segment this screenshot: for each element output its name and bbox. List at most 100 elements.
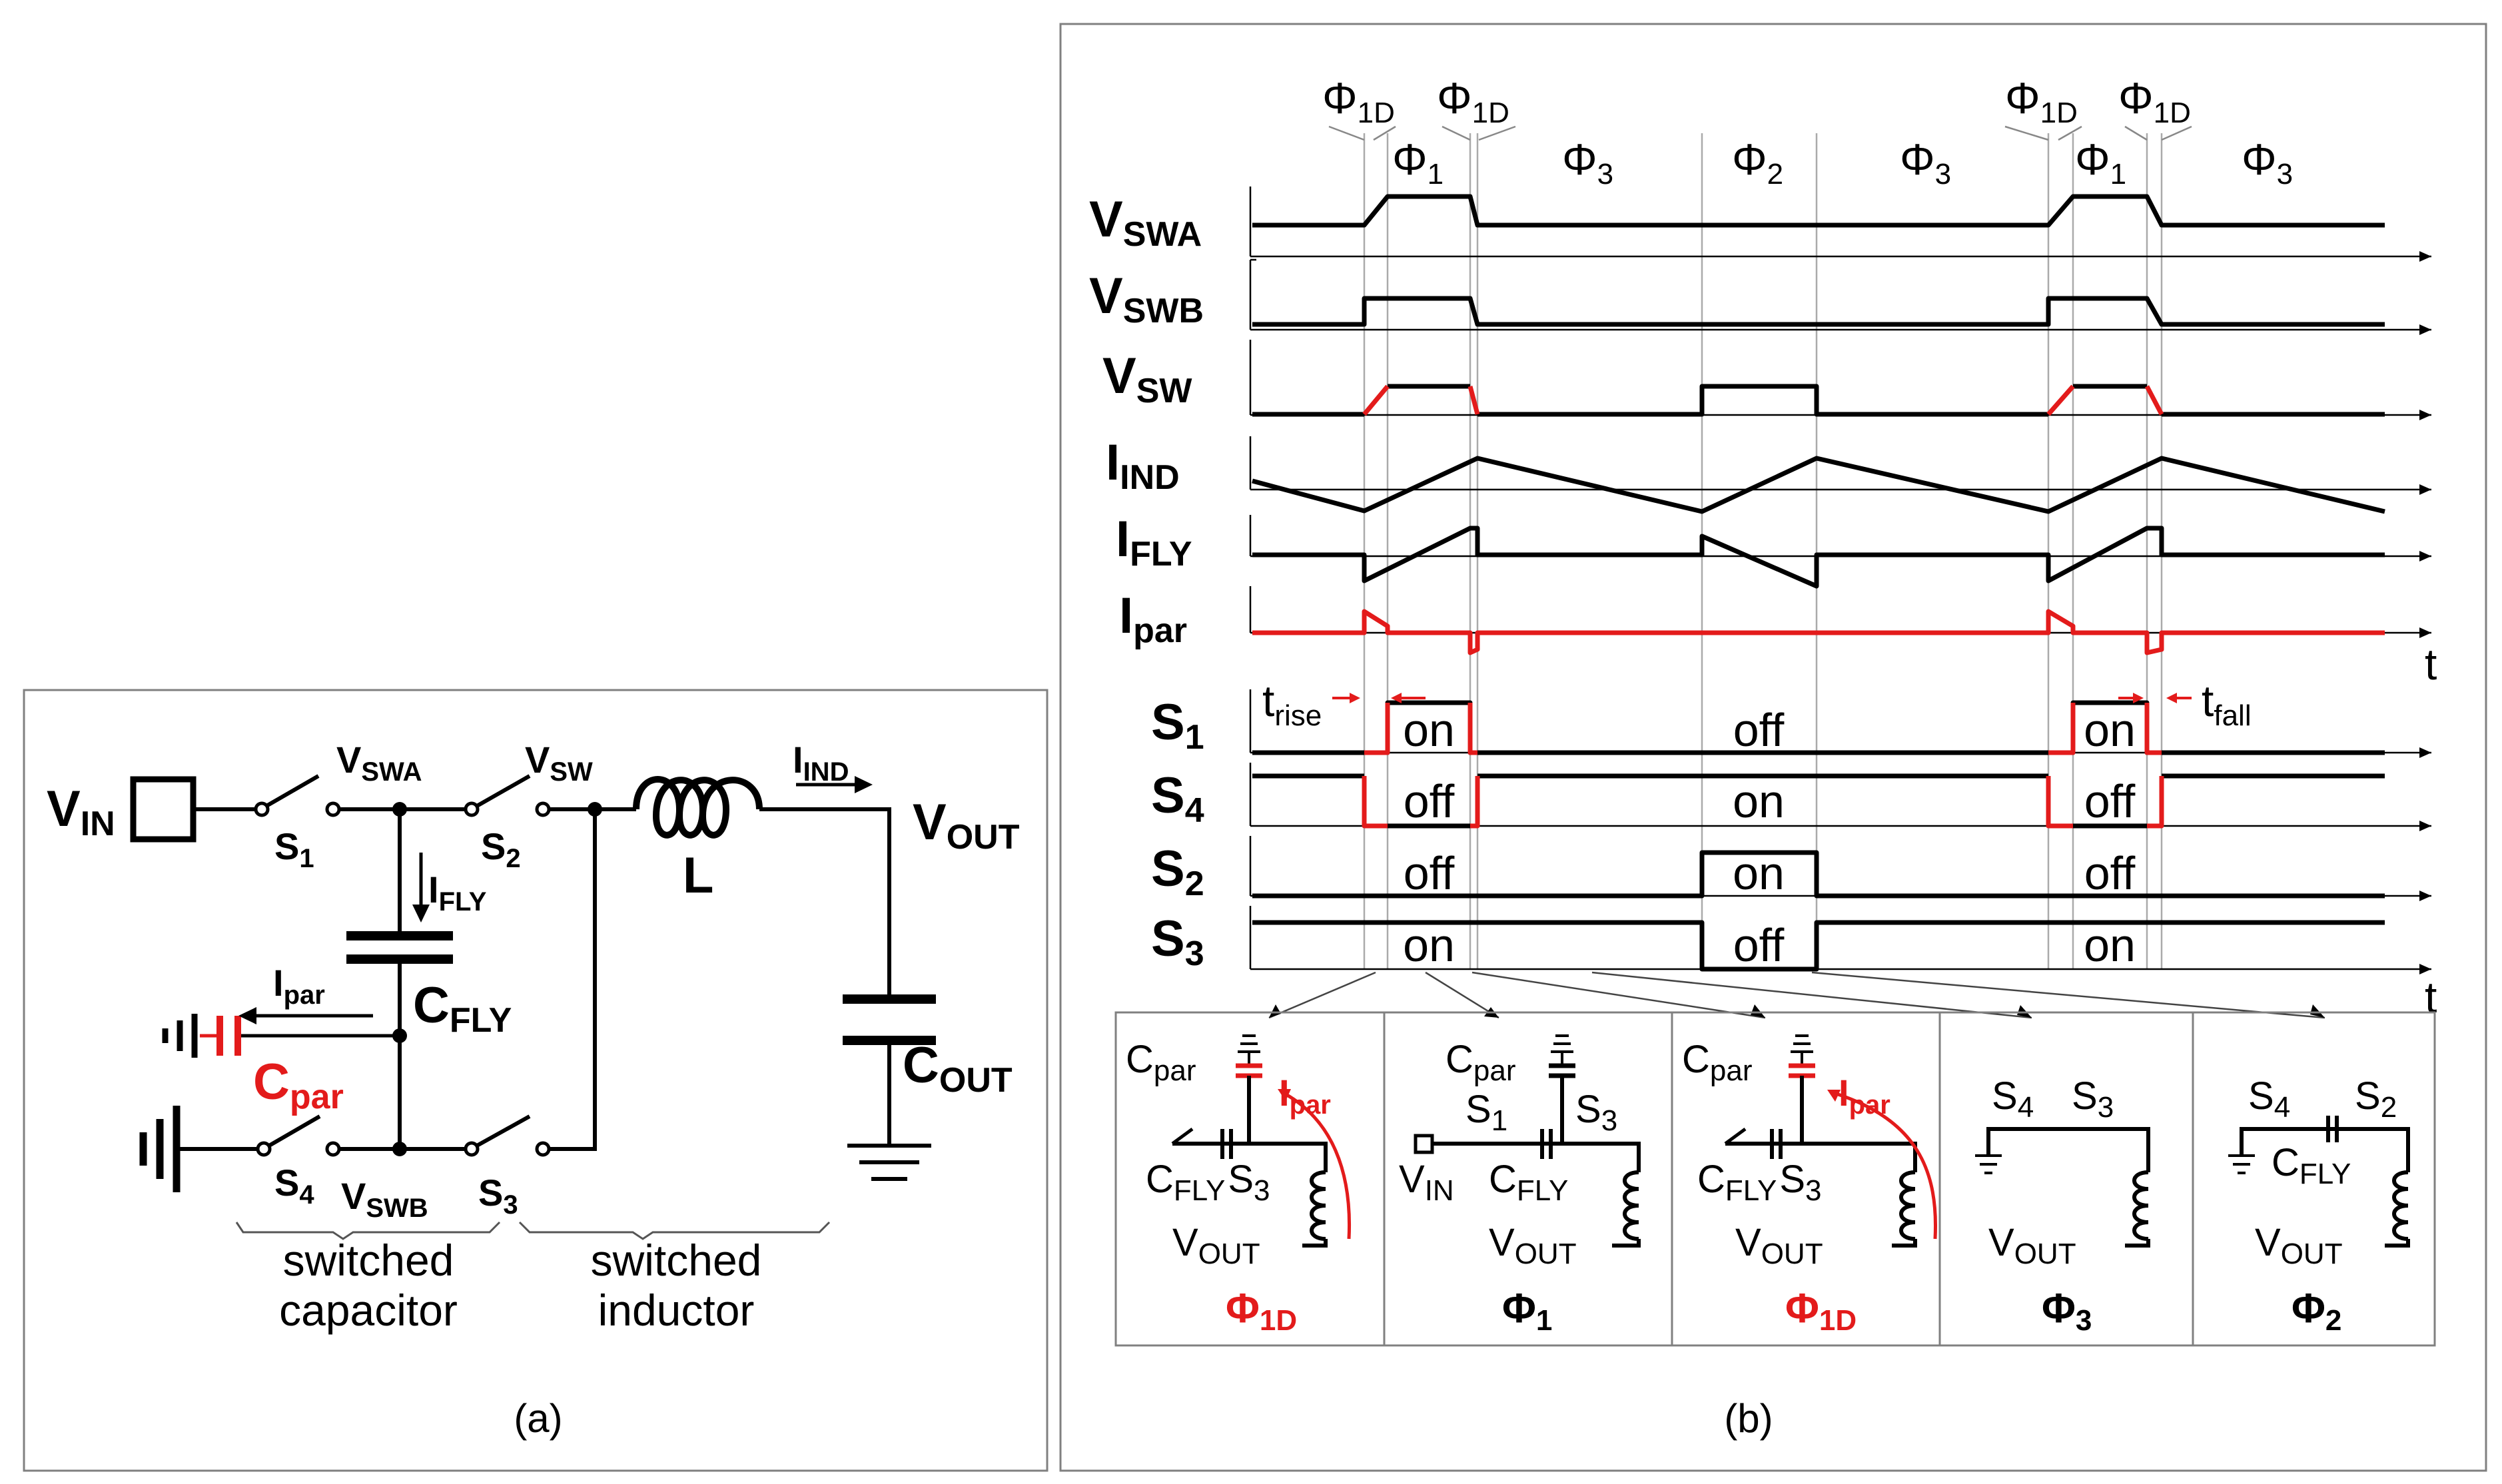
row-label-ifly: IFLY	[1116, 511, 1192, 573]
s4-contact-left	[256, 1141, 272, 1157]
mini-vout-label-a: VOUT	[1172, 1221, 1260, 1270]
subcircuit-phi-1: Cpar S1 S3 VIN CFLY VOUT Φ1	[1399, 1034, 1641, 1337]
time-axis-label-1: t	[2425, 639, 2437, 689]
mini-wiring-c	[1725, 1076, 1917, 1172]
axis-s3	[1249, 906, 2431, 970]
s2-blade	[476, 774, 531, 808]
s3-to-sw-wire	[548, 809, 597, 1151]
switched-capacitor-brace	[235, 1221, 501, 1240]
s3-contact-left	[464, 1141, 480, 1157]
mini-wiring-b	[1432, 1076, 1641, 1172]
mini-cpar-a	[1236, 1063, 1262, 1078]
mini-s2-label-e: S2	[2355, 1074, 2397, 1124]
phase-label-1d-b: Φ1D	[1437, 73, 1509, 129]
phase-label-1d-d: Φ1D	[2118, 73, 2191, 129]
label-vin: VIN	[47, 781, 115, 843]
bottom-ground-symbol	[139, 1106, 181, 1192]
ifly-arrowhead	[412, 905, 430, 923]
label-vout: VOUT	[913, 794, 1020, 857]
vout-rail	[759, 807, 891, 999]
mini-ipar-label-c: Ipar	[1839, 1072, 1890, 1120]
mini-vout-label-c: VOUT	[1735, 1221, 1823, 1270]
axis-ipar	[1249, 586, 2431, 634]
phase-label-3-b: Φ3	[1900, 135, 1951, 190]
row-label-s2: S2	[1151, 841, 1204, 903]
subcircuit-panels: Cpar Ipar CFLYS3 VOUT Φ1D Cpar S1 S3 VIN…	[1114, 1011, 2436, 1347]
axis-iind	[1249, 436, 2431, 491]
mini-inductor-a	[1310, 1170, 1326, 1241]
label-vsw: VSW	[525, 739, 593, 787]
label-s3: S3	[478, 1172, 518, 1220]
mini-s1-label-b: S1	[1465, 1088, 1507, 1137]
mini-out-wire-d	[2125, 1239, 2150, 1248]
wave-s3	[1252, 920, 2385, 972]
mini-ground-e	[2228, 1154, 2255, 1174]
mini-out-wire-e	[2385, 1239, 2410, 1248]
phase-label-1d-c: Φ1D	[2005, 73, 2078, 129]
label-ifly: IFLY	[428, 869, 487, 917]
s1-contact-left	[254, 801, 270, 817]
s4-state-off-b: off	[2084, 775, 2136, 827]
phase-label-1-b: Φ1	[2075, 135, 2126, 190]
s3-contact-right	[535, 1141, 551, 1157]
phase-guide-lines	[1363, 133, 2163, 969]
mini-s3-label-b: S3	[1575, 1088, 1617, 1137]
s2-state-on: on	[1733, 847, 1785, 899]
mini-vout-label-e: VOUT	[2255, 1221, 2343, 1270]
label-vswa: VSWA	[336, 739, 422, 787]
row-label-s4: S4	[1151, 767, 1204, 830]
vin-source-box	[130, 776, 197, 843]
mini-s3-label-d: S3	[2072, 1074, 2114, 1124]
label-s2: S2	[481, 825, 521, 873]
label-cpar: Cpar	[253, 1054, 344, 1116]
label-ipar: Ipar	[273, 962, 325, 1010]
phase-label-3-c: Φ3	[2242, 135, 2293, 190]
mini-wiring-e	[2240, 1127, 2410, 1172]
mini-s4-label-e: S4	[2248, 1074, 2290, 1124]
label-s4: S4	[274, 1162, 314, 1210]
s4-contact-right	[325, 1141, 341, 1157]
axis-vsw	[1249, 340, 2431, 416]
wave-vswb	[1252, 296, 2385, 327]
panel-b-frame	[1059, 23, 2487, 1472]
t-rise-label: trise	[1262, 676, 1322, 732]
subcircuit-pointer-heads	[1269, 1004, 2325, 1018]
phase-labels: Φ1D Φ1D Φ1D Φ1D Φ1 Φ3 Φ2 Φ3 Φ1 Φ3	[1322, 73, 2293, 190]
panel-a: VIN VSWA VSW IIND VOUT S1 S2 IFLY CFLY I…	[23, 689, 1048, 1472]
cout-plates	[843, 994, 936, 1045]
mini-phase-label-c: Φ1D	[1785, 1286, 1857, 1337]
mini-phase-label-e: Φ2	[2292, 1286, 2341, 1337]
label-switched-capacitor-2: capacitor	[279, 1286, 458, 1335]
mini-phase-label-a: Φ1D	[1226, 1286, 1297, 1337]
s1-state-on-b: on	[2084, 704, 2136, 756]
iind-arrowhead	[855, 776, 873, 793]
row-label-vswb: VSWB	[1089, 268, 1204, 330]
axis-vswa	[1249, 186, 2431, 258]
mini-ground-top-a	[1238, 1034, 1260, 1066]
row-label-vsw: VSW	[1102, 348, 1192, 410]
wave-iind	[1252, 456, 2385, 514]
subcircuit-phi-1d-a: Cpar Ipar CFLYS3 VOUT Φ1D	[1126, 1034, 1352, 1337]
label-cout: COUT	[903, 1037, 1013, 1100]
phase-label-3-a: Φ3	[1562, 135, 1613, 190]
mini-cfly-a	[1220, 1129, 1233, 1159]
mini-ipar-head-c	[1827, 1090, 1841, 1102]
subcircuit-phi-3: S4 S3 VOUT Φ3	[1975, 1074, 2150, 1337]
wave-vsw-red-edges	[1362, 384, 2164, 416]
label-s1: S1	[274, 825, 314, 873]
phase-label-1d-a: Φ1D	[1322, 73, 1395, 129]
mini-cfly-b	[1540, 1129, 1553, 1159]
s1-contact-right	[325, 801, 341, 817]
wave-vswa	[1252, 194, 2385, 228]
mini-cfly-label-e: CFLY	[2272, 1141, 2351, 1190]
s3-state-on-b: on	[2084, 919, 2136, 971]
s2-state-off-b: off	[2084, 847, 2136, 899]
label-cfly: CFLY	[413, 977, 512, 1040]
cfly-plates	[346, 931, 453, 964]
wave-ifly	[1252, 526, 2385, 589]
mini-inductor-d	[2132, 1170, 2149, 1241]
subcircuit-pointers	[1268, 971, 2325, 1019]
mini-cfly-label-a: CFLYS3	[1146, 1158, 1270, 1207]
